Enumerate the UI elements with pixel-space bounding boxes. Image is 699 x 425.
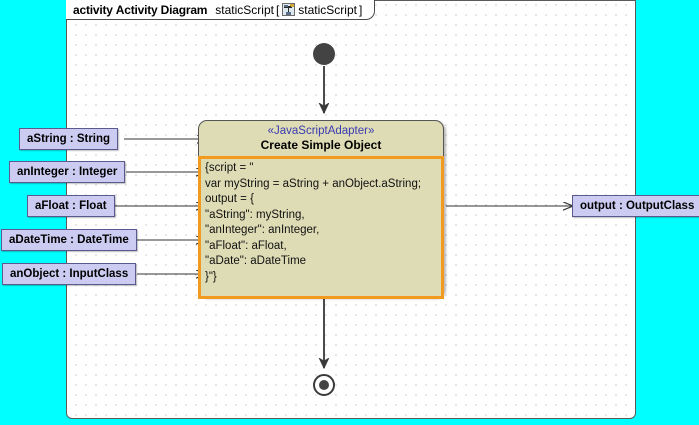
input-pin-label: anObject : InputClass <box>10 268 129 280</box>
frame-diagram-name: Activity Diagram <box>115 2 208 17</box>
script-line: "anInteger": anInteger, <box>205 224 320 236</box>
input-pin-label: anInteger : Integer <box>17 166 118 178</box>
script-line: "aFloat": aFloat, <box>205 239 287 252</box>
action-title: Create Simple Object <box>260 138 382 152</box>
frame-bracket-open: [ <box>275 2 280 17</box>
input-pin-afloat[interactable]: aFloat : Float <box>27 195 115 217</box>
action-header: «JavaScriptAdapter» Create Simple Object <box>199 121 443 155</box>
input-pin-label: aFloat : Float <box>35 200 107 212</box>
action-create-simple-object[interactable]: «JavaScriptAdapter» Create Simple Object… <box>198 120 444 299</box>
frame-parameter: staticScript <box>215 2 274 17</box>
initial-node[interactable] <box>313 43 335 65</box>
frame-inner-name: staticScript <box>298 2 357 17</box>
output-pin-label: output : OutputClass <box>580 200 695 212</box>
input-pin-label: aDateTime : DateTime <box>9 234 129 246</box>
frame-keyword: activity <box>73 2 113 17</box>
input-pin-astring[interactable]: aString : String <box>19 128 119 150</box>
activity-diagram-icon <box>282 3 296 16</box>
diagram-frame-header: activity Activity Diagram staticScript [… <box>66 0 376 20</box>
input-pin-label: aString : String <box>27 133 111 145</box>
output-pin-output[interactable]: output : OutputClass <box>572 195 699 217</box>
script-line: output = { <box>205 193 254 205</box>
input-pin-aninteger[interactable]: anInteger : Integer <box>9 161 126 183</box>
script-line: "aString": myString, <box>205 208 305 221</box>
action-script-body[interactable]: {script = " var myString = aString + anO… <box>198 156 444 299</box>
action-stereotype: «JavaScriptAdapter» <box>267 125 375 137</box>
script-line: {script = " <box>205 162 254 174</box>
frame-bracket-close: ] <box>358 2 363 17</box>
activity-final-node[interactable] <box>313 374 335 396</box>
input-pin-anobject[interactable]: anObject : InputClass <box>2 263 137 285</box>
script-line: var myString = aString + anObject.aStrin… <box>205 177 422 190</box>
script-line: }"} <box>205 270 217 283</box>
script-line: "aDate": aDateTime <box>205 255 307 267</box>
input-pin-adatetime[interactable]: aDateTime : DateTime <box>1 229 137 251</box>
